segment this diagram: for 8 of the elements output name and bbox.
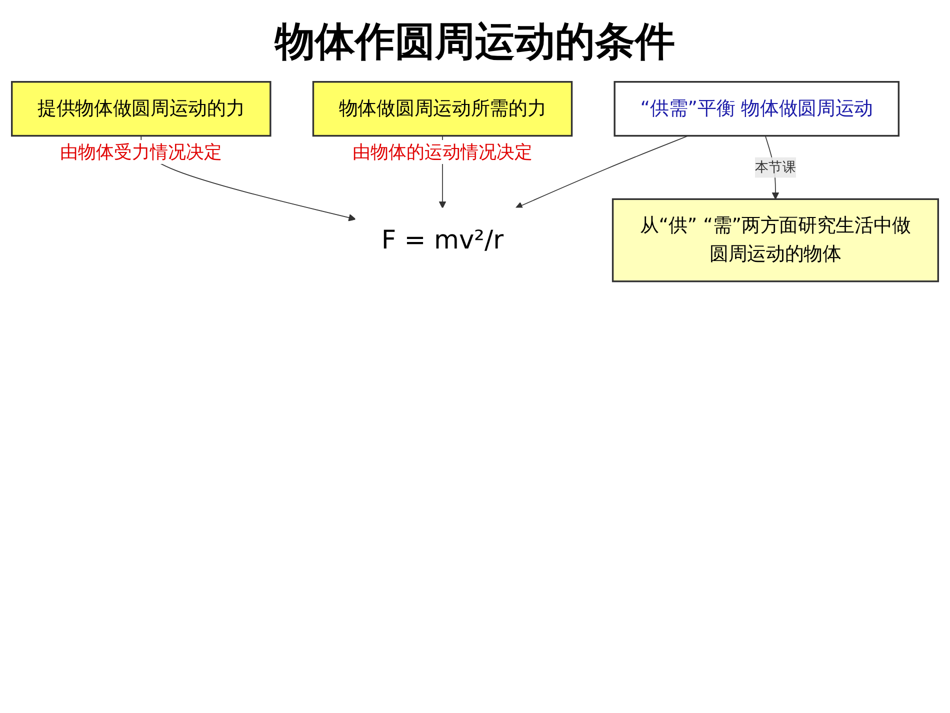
node-box: 物体做圆周运动所需的力: [312, 81, 573, 137]
slide-title: 物体作圆周运动的条件: [273, 18, 676, 67]
node-text: F = mv²/r: [381, 225, 504, 256]
node-box: “供需”平衡 物体做圆周运动: [614, 81, 900, 137]
node-box: 提供物体做圆周运动的力: [11, 81, 272, 137]
arrow: [515, 135, 689, 209]
node-box: 从“供” “需”两方面研究生活中做圆周运动的物体: [612, 198, 939, 282]
edge-label: 本节课: [754, 158, 796, 176]
